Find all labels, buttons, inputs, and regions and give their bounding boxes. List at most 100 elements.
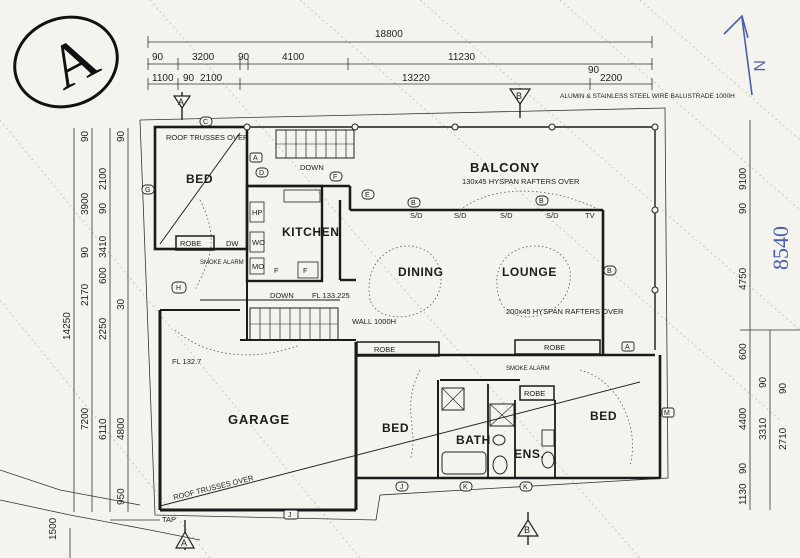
- room-lounge: LOUNGE: [502, 265, 557, 279]
- wall-tag-8: D: [259, 170, 264, 177]
- dim-right-c1-5: 90: [738, 462, 749, 474]
- dim-top-r3-4: 90: [588, 65, 600, 76]
- dim-left-c4-0: 90: [116, 130, 127, 142]
- note-robe-3: ROBE: [544, 343, 565, 352]
- note-hyspan-top: 130x45 HYSPAN RAFTERS OVER: [462, 177, 580, 186]
- dim-right-c2-4: 2710: [778, 427, 789, 450]
- room-dining: DINING: [398, 265, 444, 279]
- dim-right-c1-1: 90: [738, 202, 749, 214]
- note-wall: WALL 1000H: [352, 317, 396, 326]
- circled-mark-letter: A: [38, 22, 110, 103]
- dim-right-c1-0: 9100: [738, 167, 749, 190]
- dim-right-c2-3: 3310: [758, 417, 769, 440]
- room-bath: BATH: [456, 433, 491, 447]
- walls: [153, 125, 662, 512]
- room-bed-middle: BED: [382, 421, 409, 435]
- note-down-mid: DOWN: [270, 291, 294, 300]
- basin-icon: [492, 434, 506, 446]
- north-label: N: [750, 60, 767, 72]
- room-ensuite: ENS.: [514, 447, 544, 461]
- dim-top-r2-3: 4100: [282, 52, 305, 63]
- note-fl-garage: FL 132.7: [172, 357, 201, 366]
- dim-left-c2-0: 90: [80, 130, 91, 142]
- room-balcony: BALCONY: [470, 160, 540, 175]
- boundary-lines: [0, 469, 201, 558]
- room-bed-right: BED: [590, 409, 617, 423]
- kitchen-appliances: HP WO MO F F DW: [226, 189, 321, 279]
- shower-icon: [489, 403, 515, 427]
- section-marker-b-top: B: [516, 91, 522, 101]
- room-bed-upper: BED: [186, 172, 213, 186]
- wall-tag-11: K: [463, 484, 468, 491]
- wall-tag-7: H: [176, 285, 181, 292]
- section-marker-a-top: A: [178, 97, 184, 107]
- wall-tag-2: F: [333, 174, 337, 181]
- eaves-outline: [139, 107, 669, 521]
- dim-right-c2-0: 600: [738, 343, 749, 360]
- electrical-circuits: [174, 190, 633, 466]
- dim-left-c3-1: 90: [98, 202, 109, 214]
- dim-right-c2-1: 90: [758, 376, 769, 388]
- room-kitchen: KITCHEN: [282, 225, 340, 239]
- dim-left-c2-1: 3900: [80, 192, 91, 215]
- appliance-hp: HP: [252, 208, 262, 217]
- dim-left-c2-4: 7200: [80, 407, 91, 430]
- dim-top-r2-1: 3200: [192, 52, 215, 63]
- note-robe-4: ROBE: [524, 389, 545, 398]
- dim-right-overall: 8540: [768, 226, 793, 270]
- dim-top-r3-0: 1100: [152, 73, 174, 84]
- dim-left-c2-2: 90: [80, 246, 91, 258]
- note-sd-2: S/D: [454, 211, 467, 220]
- garage-truss-diagonal: [159, 381, 641, 507]
- dim-left-c3-2: 3410: [98, 235, 109, 258]
- dim-left-c2-3: 2170: [80, 283, 91, 306]
- note-smoke-alarm-2: SMOKE ALARM: [506, 366, 550, 372]
- dim-left-c4-1: 30: [116, 298, 127, 310]
- wall-tag-1: A: [253, 155, 258, 162]
- dim-left-c4-2: 4800: [116, 417, 127, 440]
- dim-left-c2-5: 950: [116, 488, 127, 505]
- right-dimensions: 9100 90 4750 4400 1130 90 600 90 90 3310…: [738, 120, 800, 510]
- dim-bottom-left: 1500: [48, 517, 59, 540]
- stairs-upper: [275, 129, 355, 159]
- appliance-dw: DW: [226, 239, 239, 248]
- bathtub-icon: [441, 451, 487, 475]
- dim-left-overall: 14250: [62, 312, 73, 340]
- note-roof-trusses-bottom: ROOF TRUSSES OVER: [172, 473, 255, 502]
- wall-tag-6: G: [145, 187, 150, 194]
- note-smoke-alarm-1: SMOKE ALARM: [200, 260, 244, 266]
- section-marker-a-bottom: A: [181, 538, 187, 548]
- wall-tag-12: K: [523, 484, 528, 491]
- stairs-lower: [249, 307, 339, 341]
- dim-top-overall: 18800: [375, 29, 403, 40]
- wall-tag-10: J: [400, 484, 404, 491]
- left-dimensions: 14250 90 3900 90 2170 7200 950 2100 90 3…: [48, 128, 129, 540]
- ens-toilet-icon: [541, 451, 555, 469]
- section-markers: A B A B: [172, 88, 540, 550]
- dim-right-c1-4: 1130: [738, 483, 749, 505]
- note-robe-1: ROBE: [180, 239, 201, 248]
- note-sd-1: S/D: [410, 211, 423, 220]
- wall-tag-4: B: [411, 200, 416, 207]
- wall-tag-0: C: [203, 119, 208, 126]
- wall-tag-9: B: [607, 268, 612, 275]
- wall-tag-14: A: [625, 344, 630, 351]
- section-marker-b-bottom: B: [524, 525, 530, 535]
- circled-mark: A: [13, 15, 119, 109]
- note-down-top: DOWN: [300, 163, 324, 172]
- appliance-f2: F: [274, 266, 279, 275]
- dim-right-c1-2: 4750: [738, 267, 749, 290]
- toilet-icon: [492, 455, 508, 475]
- dim-top-r3-5: 2200: [600, 73, 623, 84]
- note-fl-mid: FL 133.225: [312, 291, 350, 300]
- dim-top-r2-2: 90: [238, 52, 250, 63]
- dim-left-c3-5: 6110: [98, 418, 109, 440]
- top-dimensions: 18800 90 3200 90 4100 11230 1100 90 2100…: [147, 29, 653, 90]
- wall-tag-3: E: [365, 192, 370, 199]
- dim-left-c3-0: 2100: [98, 167, 109, 190]
- balcony-posts: [243, 123, 659, 294]
- dim-right-c2-2: 90: [778, 382, 789, 394]
- note-roof-trusses-top: ROOF TRUSSES OVER: [166, 133, 249, 142]
- appliance-f1: F: [303, 266, 308, 275]
